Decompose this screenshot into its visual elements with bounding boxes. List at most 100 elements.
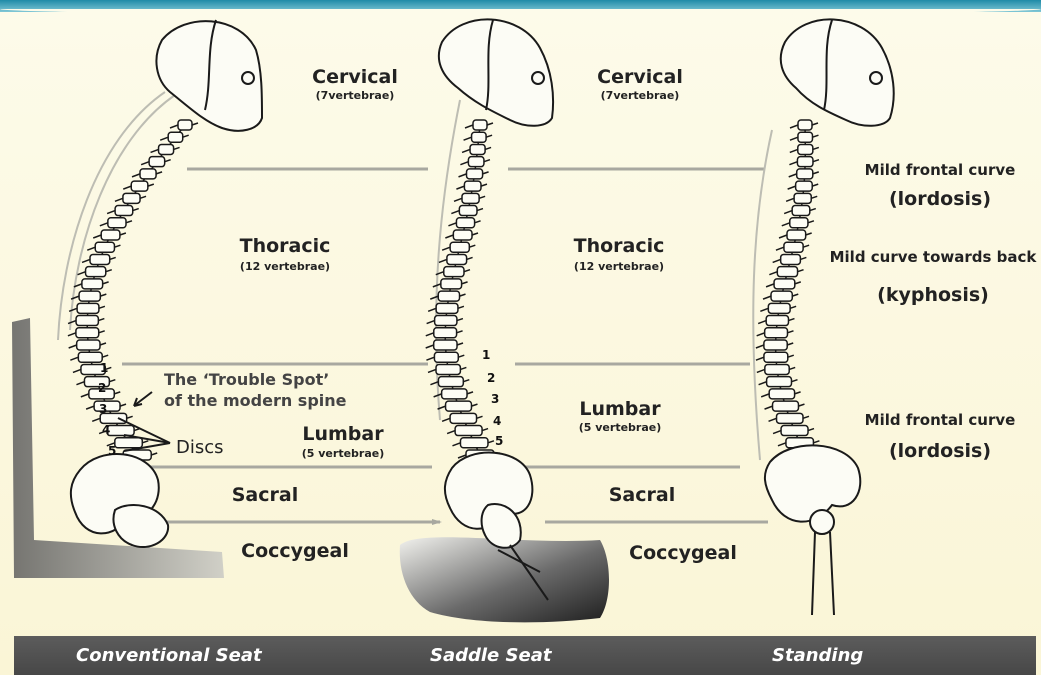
standing-lumbar-term: (lordosis) xyxy=(840,440,1040,462)
vertebra xyxy=(115,438,142,448)
standing-thoracic-term: (kyphosis) xyxy=(828,284,1038,306)
vertebra xyxy=(108,218,126,228)
vertebra xyxy=(101,230,120,240)
thoracic-label-conventional: Thoracic xyxy=(220,235,350,257)
skull-saddle xyxy=(439,19,553,125)
cervical-label-conventional: Cervical xyxy=(300,66,410,88)
saddle-seat-shape xyxy=(400,537,609,622)
vertebra xyxy=(438,377,463,387)
vertebra xyxy=(769,389,794,399)
pelvis-standing xyxy=(765,445,860,615)
vertebra xyxy=(766,316,788,326)
lumbar-count-conventional: (5 vertebrae) xyxy=(288,447,398,460)
vertebra xyxy=(77,340,100,350)
conventional-disc-number: 5 xyxy=(108,444,116,458)
vertebra xyxy=(459,206,477,216)
trouble-spot-line1: The ‘Trouble Spot’ xyxy=(164,370,329,390)
vertebra xyxy=(764,352,788,362)
vertebra xyxy=(771,291,792,301)
vertebra xyxy=(464,181,481,191)
spine-standing xyxy=(756,120,825,460)
lumbar-label-saddle: Lumbar xyxy=(565,398,675,420)
vertebra xyxy=(787,230,806,240)
vertebra xyxy=(438,291,459,301)
coccygeal-label-saddle: Coccygeal xyxy=(618,542,748,564)
vertebra xyxy=(456,218,474,228)
caption-standing: Standing xyxy=(772,645,863,666)
vertebra xyxy=(765,328,788,338)
vertebra xyxy=(453,230,472,240)
vertebra xyxy=(115,206,133,216)
vertebra xyxy=(455,426,482,436)
standing-lumbar-curve: Mild frontal curve xyxy=(840,411,1040,429)
vertebra xyxy=(140,169,156,179)
vertebra xyxy=(774,279,795,289)
vertebra xyxy=(794,193,811,203)
vertebra xyxy=(773,401,799,411)
standing-thoracic-curve: Mild curve towards back xyxy=(828,248,1038,266)
vertebra xyxy=(76,328,99,338)
vertebra xyxy=(768,303,790,313)
vertebra xyxy=(131,181,148,191)
thoracic-count-saddle: (12 vertebrae) xyxy=(554,260,684,273)
saddle-disc-number: 5 xyxy=(495,434,503,448)
saddle-disc-number: 3 xyxy=(491,392,499,406)
vertebra xyxy=(460,438,487,448)
conventional-disc-number: 1 xyxy=(100,361,108,375)
lumbar-label-conventional: Lumbar xyxy=(288,423,398,445)
vertebra xyxy=(178,120,192,130)
vertebra xyxy=(434,328,457,338)
saddle-disc-number: 2 xyxy=(487,371,495,385)
vertebra xyxy=(767,377,792,387)
vertebra xyxy=(107,426,134,436)
vertebra xyxy=(467,169,483,179)
vertebra xyxy=(764,340,787,350)
cervical-label-saddle: Cervical xyxy=(585,66,695,88)
coccygeal-label-conventional: Coccygeal xyxy=(230,540,360,562)
vertebra xyxy=(784,242,803,252)
saddle-disc-number: 1 xyxy=(482,348,490,362)
vertebra xyxy=(444,267,464,277)
vertebra xyxy=(79,291,100,301)
skull-standing xyxy=(781,19,894,125)
vertebra xyxy=(470,144,485,154)
vertebra xyxy=(797,157,813,167)
thoracic-label-saddle: Thoracic xyxy=(554,235,684,257)
vertebra xyxy=(90,254,110,264)
vertebra xyxy=(796,181,813,191)
conventional-disc-number: 4 xyxy=(102,423,110,437)
vertebra xyxy=(462,193,479,203)
vertebra xyxy=(472,132,487,142)
vertebra xyxy=(82,279,103,289)
vertebra xyxy=(436,364,460,374)
vertebra xyxy=(95,242,114,252)
sacral-label-conventional: Sacral xyxy=(215,484,315,506)
vertebra xyxy=(781,426,808,436)
vertebra xyxy=(450,413,476,423)
vertebra xyxy=(77,303,99,313)
vertebra xyxy=(798,120,812,130)
vertebra xyxy=(792,206,810,216)
vertebra xyxy=(781,254,801,264)
vertebra xyxy=(123,193,140,203)
cervical-count-saddle: (7vertebrae) xyxy=(585,89,695,102)
standing-cervical-curve: Mild frontal curve xyxy=(840,161,1040,179)
vertebra xyxy=(159,144,174,154)
vertebra xyxy=(434,340,457,350)
lumbar-count-saddle: (5 vertebrae) xyxy=(565,421,675,434)
caption-conventional-seat: Conventional Seat xyxy=(76,645,262,666)
vertebra xyxy=(441,279,462,289)
caption-saddle-seat: Saddle Seat xyxy=(430,645,551,666)
vertebra xyxy=(436,303,458,313)
vertebra xyxy=(798,132,813,142)
vertebra xyxy=(86,267,106,277)
vertebra xyxy=(435,316,457,326)
vertebra xyxy=(790,218,808,228)
discs-label: Discs xyxy=(176,437,224,458)
vertebra xyxy=(777,267,797,277)
vertebra xyxy=(777,413,803,423)
vertebra xyxy=(168,132,183,142)
vertebra xyxy=(798,144,813,154)
